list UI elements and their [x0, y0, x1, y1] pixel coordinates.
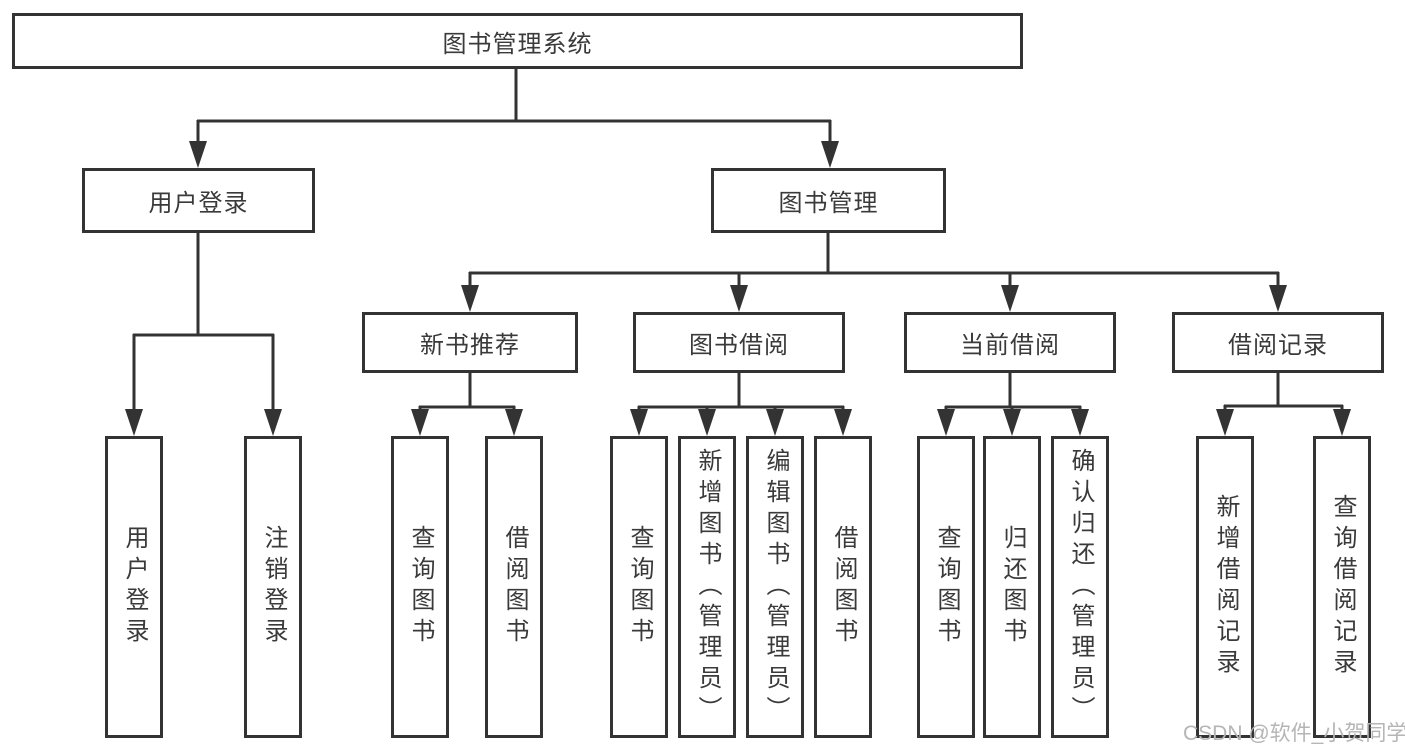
node-book-management: 图书管理 [711, 168, 946, 233]
arrowhead-icon [1071, 409, 1089, 436]
node-system-root: 图书管理系统 [12, 13, 1023, 69]
node-label: 新书推荐 [420, 332, 520, 359]
node-label: 当前借阅 [960, 332, 1060, 359]
arrowhead-icon [125, 409, 143, 436]
arrowheads [125, 141, 1351, 436]
arrowhead-icon [505, 409, 523, 436]
node-user-login: 用户登录 [82, 168, 315, 233]
node-label: 借阅图书 [830, 525, 857, 649]
leaf-edit-books-admin: 编辑图书（管理员） [746, 436, 804, 738]
arrowhead-icon [821, 141, 839, 168]
arrowhead-icon [1216, 409, 1234, 436]
node-label: 图书借阅 [689, 332, 789, 359]
node-borrow-record: 借阅记录 [1172, 312, 1384, 373]
arrowhead-icon [264, 409, 282, 436]
node-label: 图书管理系统 [442, 30, 593, 58]
arrowhead-icon [189, 141, 207, 168]
leaf-return-books: 归还图书 [983, 436, 1041, 738]
node-label: 归还图书 [999, 525, 1026, 649]
arrowhead-icon [461, 285, 479, 312]
connector-borrowrecord-to-leaves [1223, 373, 1344, 420]
arrowhead-icon [1269, 285, 1287, 312]
leaf-logout: 注销登录 [244, 436, 302, 738]
node-label: 借阅记录 [1228, 332, 1328, 359]
node-label: 用户登录 [121, 525, 148, 649]
arrowhead-icon [834, 409, 852, 436]
arrowhead-icon [411, 409, 429, 436]
arrowhead-icon [937, 409, 955, 436]
node-current-borrow: 当前借阅 [904, 312, 1116, 373]
node-label: 新增借阅记录 [1212, 494, 1239, 680]
csdn-watermark: CSDN @软件_小贺同学 [1183, 722, 1405, 745]
leaf-borrow-books-recommend: 借阅图书 [485, 436, 543, 738]
connector-bookmgmt-to-level3 [468, 233, 1280, 294]
leaf-query-books-recommend: 查询图书 [391, 436, 449, 738]
node-book-borrow: 图书借阅 [633, 312, 845, 373]
node-label: 编辑图书（管理员） [762, 447, 789, 727]
arrowhead-icon [630, 409, 648, 436]
leaf-query-books-borrow: 查询图书 [610, 436, 668, 738]
leaf-borrow-books: 借阅图书 [814, 436, 872, 738]
node-label: 图书管理 [778, 190, 879, 217]
leaf-query-books-current: 查询图书 [917, 436, 975, 738]
node-label: 注销登录 [260, 525, 287, 649]
arrowhead-icon [1001, 285, 1019, 312]
node-label: 查询图书 [626, 525, 653, 649]
leaf-confirm-return-admin: 确认归还（管理员） [1051, 436, 1109, 738]
node-label: 借阅图书 [501, 525, 528, 649]
arrowhead-icon [1333, 409, 1351, 436]
leaf-user-login: 用户登录 [105, 436, 163, 738]
node-label: 用户登录 [148, 190, 249, 217]
connector-userlogin-to-leaves [132, 233, 275, 418]
node-label: 查询图书 [933, 525, 960, 649]
connector-newbook-to-leaves [418, 373, 516, 420]
leaf-query-borrow-record: 查询借阅记录 [1313, 436, 1371, 738]
node-label: 查询借阅记录 [1329, 494, 1356, 680]
arrowhead-icon [1003, 409, 1021, 436]
node-label: 查询图书 [407, 525, 434, 649]
arrowhead-icon [766, 409, 784, 436]
node-new-book-recommend: 新书推荐 [362, 312, 578, 373]
connector-root-to-level2 [196, 69, 832, 150]
arrowhead-icon [730, 285, 748, 312]
connector-bookborrow-to-leaves [637, 373, 845, 420]
arrowhead-icon [698, 409, 716, 436]
leaf-add-borrow-record: 新增借阅记录 [1196, 436, 1254, 738]
node-label: 新增图书（管理员） [694, 447, 721, 727]
leaf-add-books-admin: 新增图书（管理员） [678, 436, 736, 738]
node-label: 确认归还（管理员） [1067, 447, 1094, 727]
